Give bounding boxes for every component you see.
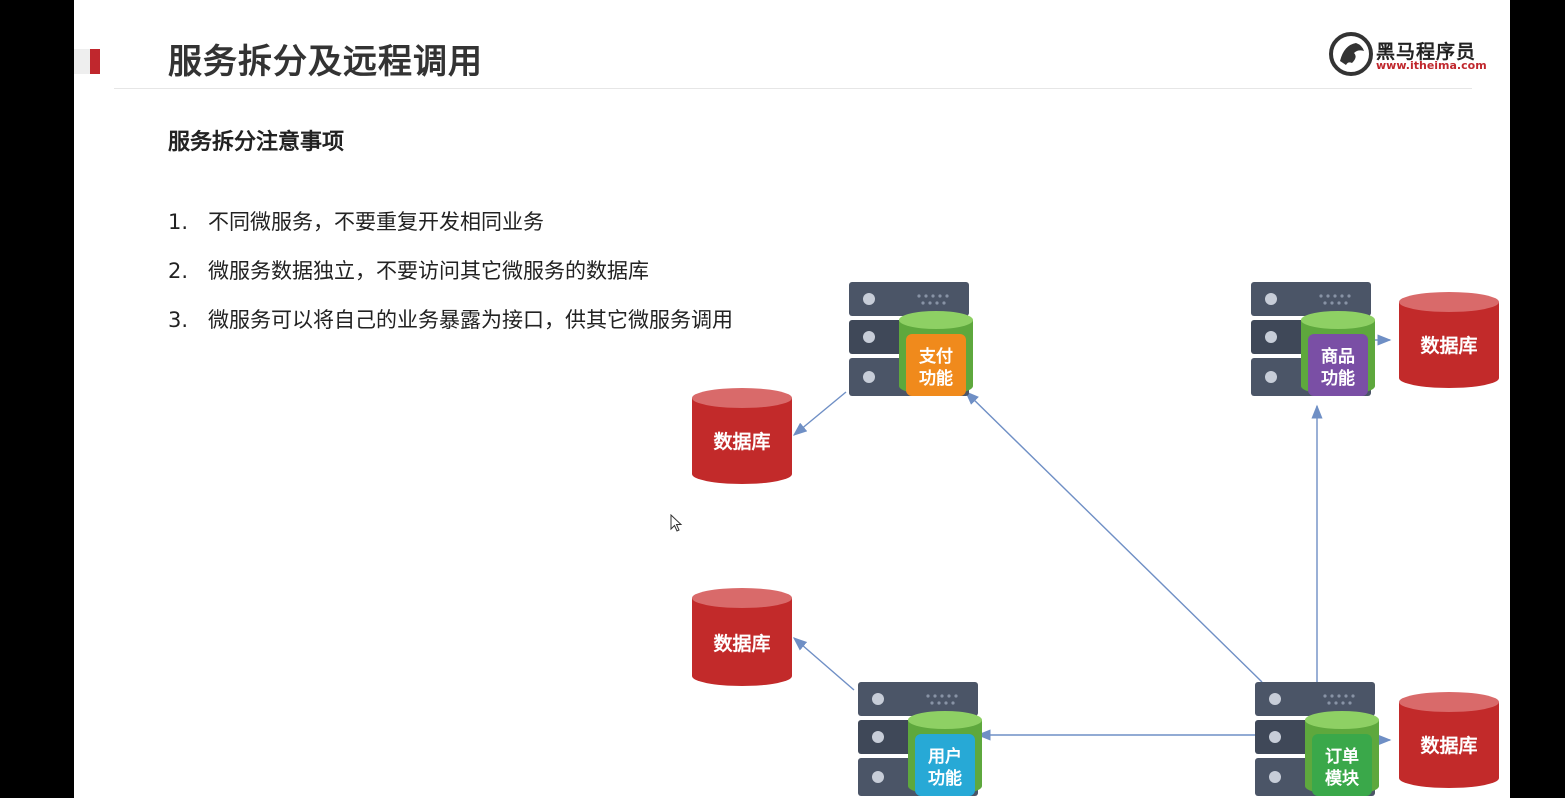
- page-title: 服务拆分及远程调用: [168, 42, 483, 82]
- list-item: 1. 不同微服务，不要重复开发相同业务: [168, 204, 733, 253]
- list-item-text: 微服务可以将自己的业务暴露为接口，供其它微服务调用: [208, 308, 733, 332]
- database-label: 数据库: [713, 632, 770, 655]
- service-label-line2: 功能: [928, 768, 962, 789]
- database-label: 数据库: [1420, 734, 1477, 757]
- section-subtitle: 服务拆分注意事项: [168, 130, 345, 155]
- arrow-pay-to-db: [792, 391, 847, 436]
- service-label-line2: 功能: [919, 368, 953, 389]
- database-label: 数据库: [1420, 334, 1477, 357]
- service-label-line2: 模块: [1325, 768, 1360, 789]
- arrow-order-to-pay: [964, 391, 1263, 683]
- service-label-line1: 用户: [928, 746, 962, 767]
- list-item: 3. 微服务可以将自己的业务暴露为接口，供其它微服务调用: [168, 302, 733, 351]
- left-letterbox: [0, 0, 74, 798]
- list-item-number: 2.: [168, 259, 189, 283]
- header-divider: [114, 88, 1472, 89]
- list-item-text: 微服务数据独立，不要访问其它微服务的数据库: [208, 259, 649, 283]
- database-product: 数据库: [1399, 292, 1499, 388]
- right-letterbox: [1510, 0, 1565, 798]
- service-label-line1: 支付: [919, 346, 953, 367]
- database-label: 数据库: [713, 430, 770, 453]
- database-order: 数据库: [1399, 692, 1499, 788]
- server-user: 用户 功能: [858, 682, 982, 796]
- architecture-diagram: 数据库 数据库 数据库 数据库 支付: [692, 282, 1499, 796]
- mouse-cursor-icon: [670, 514, 683, 532]
- logo-horse-icon: [1329, 32, 1373, 76]
- list-item-text: 不同微服务，不要重复开发相同业务: [208, 210, 544, 234]
- list-item: 2. 微服务数据独立，不要访问其它微服务的数据库: [168, 253, 733, 302]
- slide: 服务拆分及远程调用 黑马程序员 www.itheima.com 服务拆分注意事项…: [74, 0, 1510, 798]
- list-item-number: 1.: [168, 210, 189, 234]
- list-item-number: 3.: [168, 308, 189, 332]
- server-order: 订单 模块: [1255, 682, 1379, 796]
- service-label-line1: 订单: [1325, 746, 1359, 767]
- service-label-line1: 商品: [1321, 346, 1355, 367]
- arrow-user-to-db: [792, 637, 855, 691]
- server-product: 商品 功能: [1251, 282, 1375, 396]
- title-accent-grey: [74, 49, 90, 74]
- service-label-line2: 功能: [1321, 368, 1355, 389]
- database-user: 数据库: [692, 588, 792, 686]
- logo-url: www.itheima.com: [1376, 59, 1487, 72]
- title-accent-bar: [90, 49, 100, 74]
- server-pay: 支付 功能: [849, 282, 973, 396]
- logo-name: 黑马程序员: [1376, 41, 1477, 63]
- notes-list: 1. 不同微服务，不要重复开发相同业务 2. 微服务数据独立，不要访问其它微服务的数…: [168, 204, 733, 351]
- database-pay: 数据库: [692, 388, 792, 484]
